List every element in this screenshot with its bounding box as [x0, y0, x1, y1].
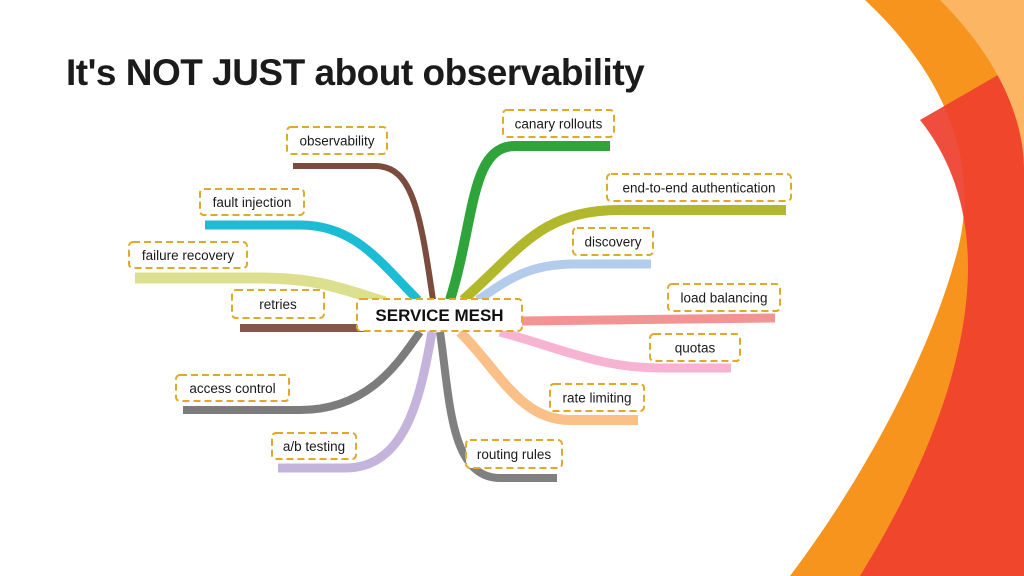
- branch-line-canary-rollouts: [445, 141, 610, 302]
- branch-label-discovery: discovery: [584, 235, 641, 250]
- branch-label-box-discovery: [572, 227, 654, 256]
- branch-label-end-to-end-auth: end-to-end authentication: [622, 181, 775, 196]
- branch-labels: observability fault injection failure reco…: [128, 109, 792, 469]
- branch-label-box-rate-limiting: [549, 383, 645, 412]
- branch-line-fault-injection: [205, 220, 422, 304]
- slide-title: It's NOT JUST about observability: [66, 52, 645, 93]
- branch-label-quotas: quotas: [675, 341, 716, 356]
- branch-node-access-control: access control: [175, 374, 290, 402]
- branch-label-failure-recovery: failure recovery: [142, 248, 235, 263]
- branch-node-load-balancing: load balancing: [667, 283, 781, 312]
- branch-line-access-control: [183, 329, 424, 414]
- branch-label-box-access-control: [175, 374, 290, 402]
- branch-line-quotas: [498, 327, 731, 373]
- branch-node-observability: observability: [286, 126, 388, 155]
- branch-line-routing-rules: [436, 331, 557, 482]
- branch-node-failure-recovery: failure recovery: [128, 241, 248, 269]
- branch-label-canary-rollouts: canary rollouts: [515, 117, 603, 132]
- branch-label-box-canary-rollouts: [502, 109, 615, 138]
- branch-lines: [135, 141, 786, 482]
- decor-orange-highlight: [940, 0, 1024, 170]
- branch-line-rate-limiting: [456, 328, 638, 425]
- branch-node-discovery: discovery: [572, 227, 654, 256]
- decor-red-wave: [860, 60, 1024, 576]
- branch-line-discovery: [475, 259, 651, 304]
- center-node-label: SERVICE MESH: [375, 306, 503, 325]
- branch-line-observability: [293, 163, 436, 301]
- branch-label-access-control: access control: [189, 381, 275, 396]
- center-node-box: [356, 298, 523, 332]
- branch-node-end-to-end-auth: end-to-end authentication: [606, 173, 792, 202]
- branch-node-ab-testing: a/b testing: [271, 432, 357, 460]
- branch-node-routing-rules: routing rules: [465, 439, 563, 469]
- branch-line-failure-recovery: [135, 272, 387, 308]
- branch-label-retries: retries: [259, 297, 297, 312]
- branch-line-load-balancing: [521, 313, 776, 326]
- branch-label-rate-limiting: rate limiting: [562, 391, 631, 406]
- branch-label-box-load-balancing: [667, 283, 781, 312]
- branch-label-box-failure-recovery: [128, 241, 248, 269]
- branch-label-box-observability: [286, 126, 388, 155]
- branch-label-fault-injection: fault injection: [213, 195, 292, 210]
- branch-node-fault-injection: fault injection: [199, 188, 305, 216]
- branch-label-box-end-to-end-auth: [606, 173, 792, 202]
- branch-label-load-balancing: load balancing: [680, 291, 767, 306]
- branch-label-box-quotas: [649, 333, 741, 362]
- center-node: SERVICE MESH: [356, 298, 523, 332]
- branch-node-quotas: quotas: [649, 333, 741, 362]
- branch-node-canary-rollouts: canary rollouts: [502, 109, 615, 138]
- branch-label-ab-testing: a/b testing: [283, 439, 345, 454]
- branch-label-box-fault-injection: [199, 188, 305, 216]
- branch-label-routing-rules: routing rules: [477, 447, 552, 462]
- branch-label-box-retries: [231, 289, 325, 319]
- branch-label-observability: observability: [299, 134, 374, 149]
- branch-line-end-to-end-auth: [459, 205, 786, 304]
- branch-node-rate-limiting: rate limiting: [549, 383, 645, 412]
- branch-node-retries: retries: [231, 289, 325, 319]
- branch-label-box-routing-rules: [465, 439, 563, 469]
- branch-line-ab-testing: [278, 331, 437, 473]
- branch-label-box-ab-testing: [271, 432, 357, 460]
